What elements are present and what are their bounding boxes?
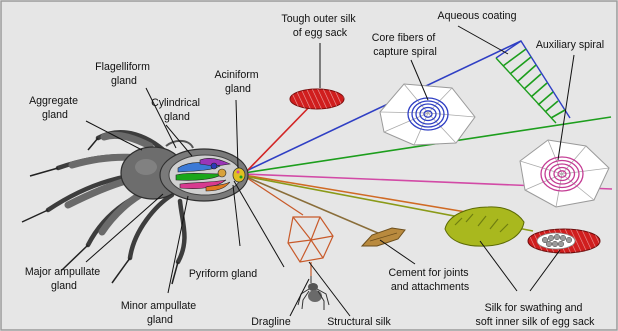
label-aqueous-coating: Aqueous coating xyxy=(438,10,517,22)
label-pyriform-gland: Pyriform gland xyxy=(189,268,257,280)
inner-egg-sack xyxy=(528,229,600,253)
label-structural-silk: Structural silk xyxy=(327,316,391,328)
spinnerets xyxy=(233,168,245,182)
egg-sack-outer-silk xyxy=(290,89,344,109)
label-auxiliary-spiral: Auxiliary spiral xyxy=(536,39,604,51)
label-dragline: Dragline xyxy=(251,316,291,328)
